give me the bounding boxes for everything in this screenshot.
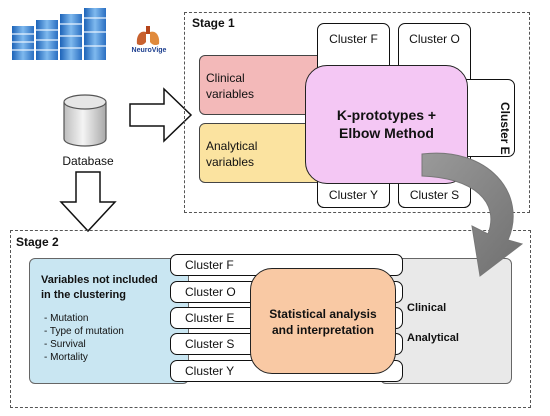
- stage2-cluster-e-label: Cluster E: [185, 311, 235, 325]
- stage1-cluster-y-label: Cluster Y: [328, 188, 379, 202]
- variables-not-included-box: [29, 258, 189, 384]
- analytical-label: Analytical: [407, 332, 459, 344]
- not-included-item: - Mortality: [44, 352, 88, 363]
- not-included-item: - Survival: [44, 339, 86, 350]
- not-included-title-1: Variables not included: [41, 274, 158, 286]
- stage1-cluster-s-label: Cluster S: [409, 188, 460, 202]
- stage2-cluster-y-label: Cluster Y: [185, 364, 235, 378]
- not-included-item: - Type of mutation: [44, 326, 124, 337]
- curved-arrow-icon: [421, 152, 524, 277]
- clinical-label: Clinical: [407, 302, 447, 314]
- analytical-variables-line1: Analytical: [206, 139, 258, 153]
- database-icon: [63, 94, 107, 147]
- server-rack-logo: [12, 8, 106, 60]
- stage2-box: [10, 230, 531, 408]
- clinical-variables-line1: Clinical: [206, 71, 245, 85]
- clinical-variables-line2: variables: [206, 87, 255, 101]
- method-line1: K-prototypes +: [336, 107, 437, 123]
- database-label: Database: [62, 154, 114, 168]
- neurovige-logo: NeuroVige: [124, 24, 174, 58]
- stage2-cluster-o-label: Cluster O: [185, 285, 236, 299]
- stage1-cluster-s-bottom: Cluster S: [398, 176, 471, 208]
- right-arrow-icon: [129, 87, 193, 143]
- stage1-cluster-o-label: Cluster O: [409, 32, 460, 46]
- stage2-cluster-f-label: Cluster F: [185, 258, 234, 272]
- analysis-line1: Statistical analysis: [269, 307, 377, 321]
- analysis-line2: and interpretation: [271, 323, 374, 337]
- method-line2: Elbow Method: [339, 125, 434, 141]
- stage1-cluster-e-label: Cluster E: [498, 102, 512, 155]
- stage2-cluster-s-label: Cluster S: [185, 337, 235, 351]
- stage1-label: Stage 1: [192, 16, 235, 30]
- analytical-variables-line2: variables: [206, 155, 255, 169]
- not-included-item: - Mutation: [44, 313, 89, 324]
- stage1-box: [184, 12, 530, 213]
- lungs-icon: [136, 26, 160, 46]
- neurovige-brand-text: NeuroVige: [131, 47, 167, 54]
- statistical-analysis-box: [250, 268, 396, 374]
- stage1-cluster-y-bottom: Cluster Y: [317, 176, 390, 208]
- not-included-title-2: in the clustering: [41, 289, 126, 301]
- stage1-cluster-f-label: Cluster F: [329, 32, 378, 46]
- down-arrow-icon: [59, 171, 117, 233]
- stage2-label: Stage 2: [16, 235, 59, 249]
